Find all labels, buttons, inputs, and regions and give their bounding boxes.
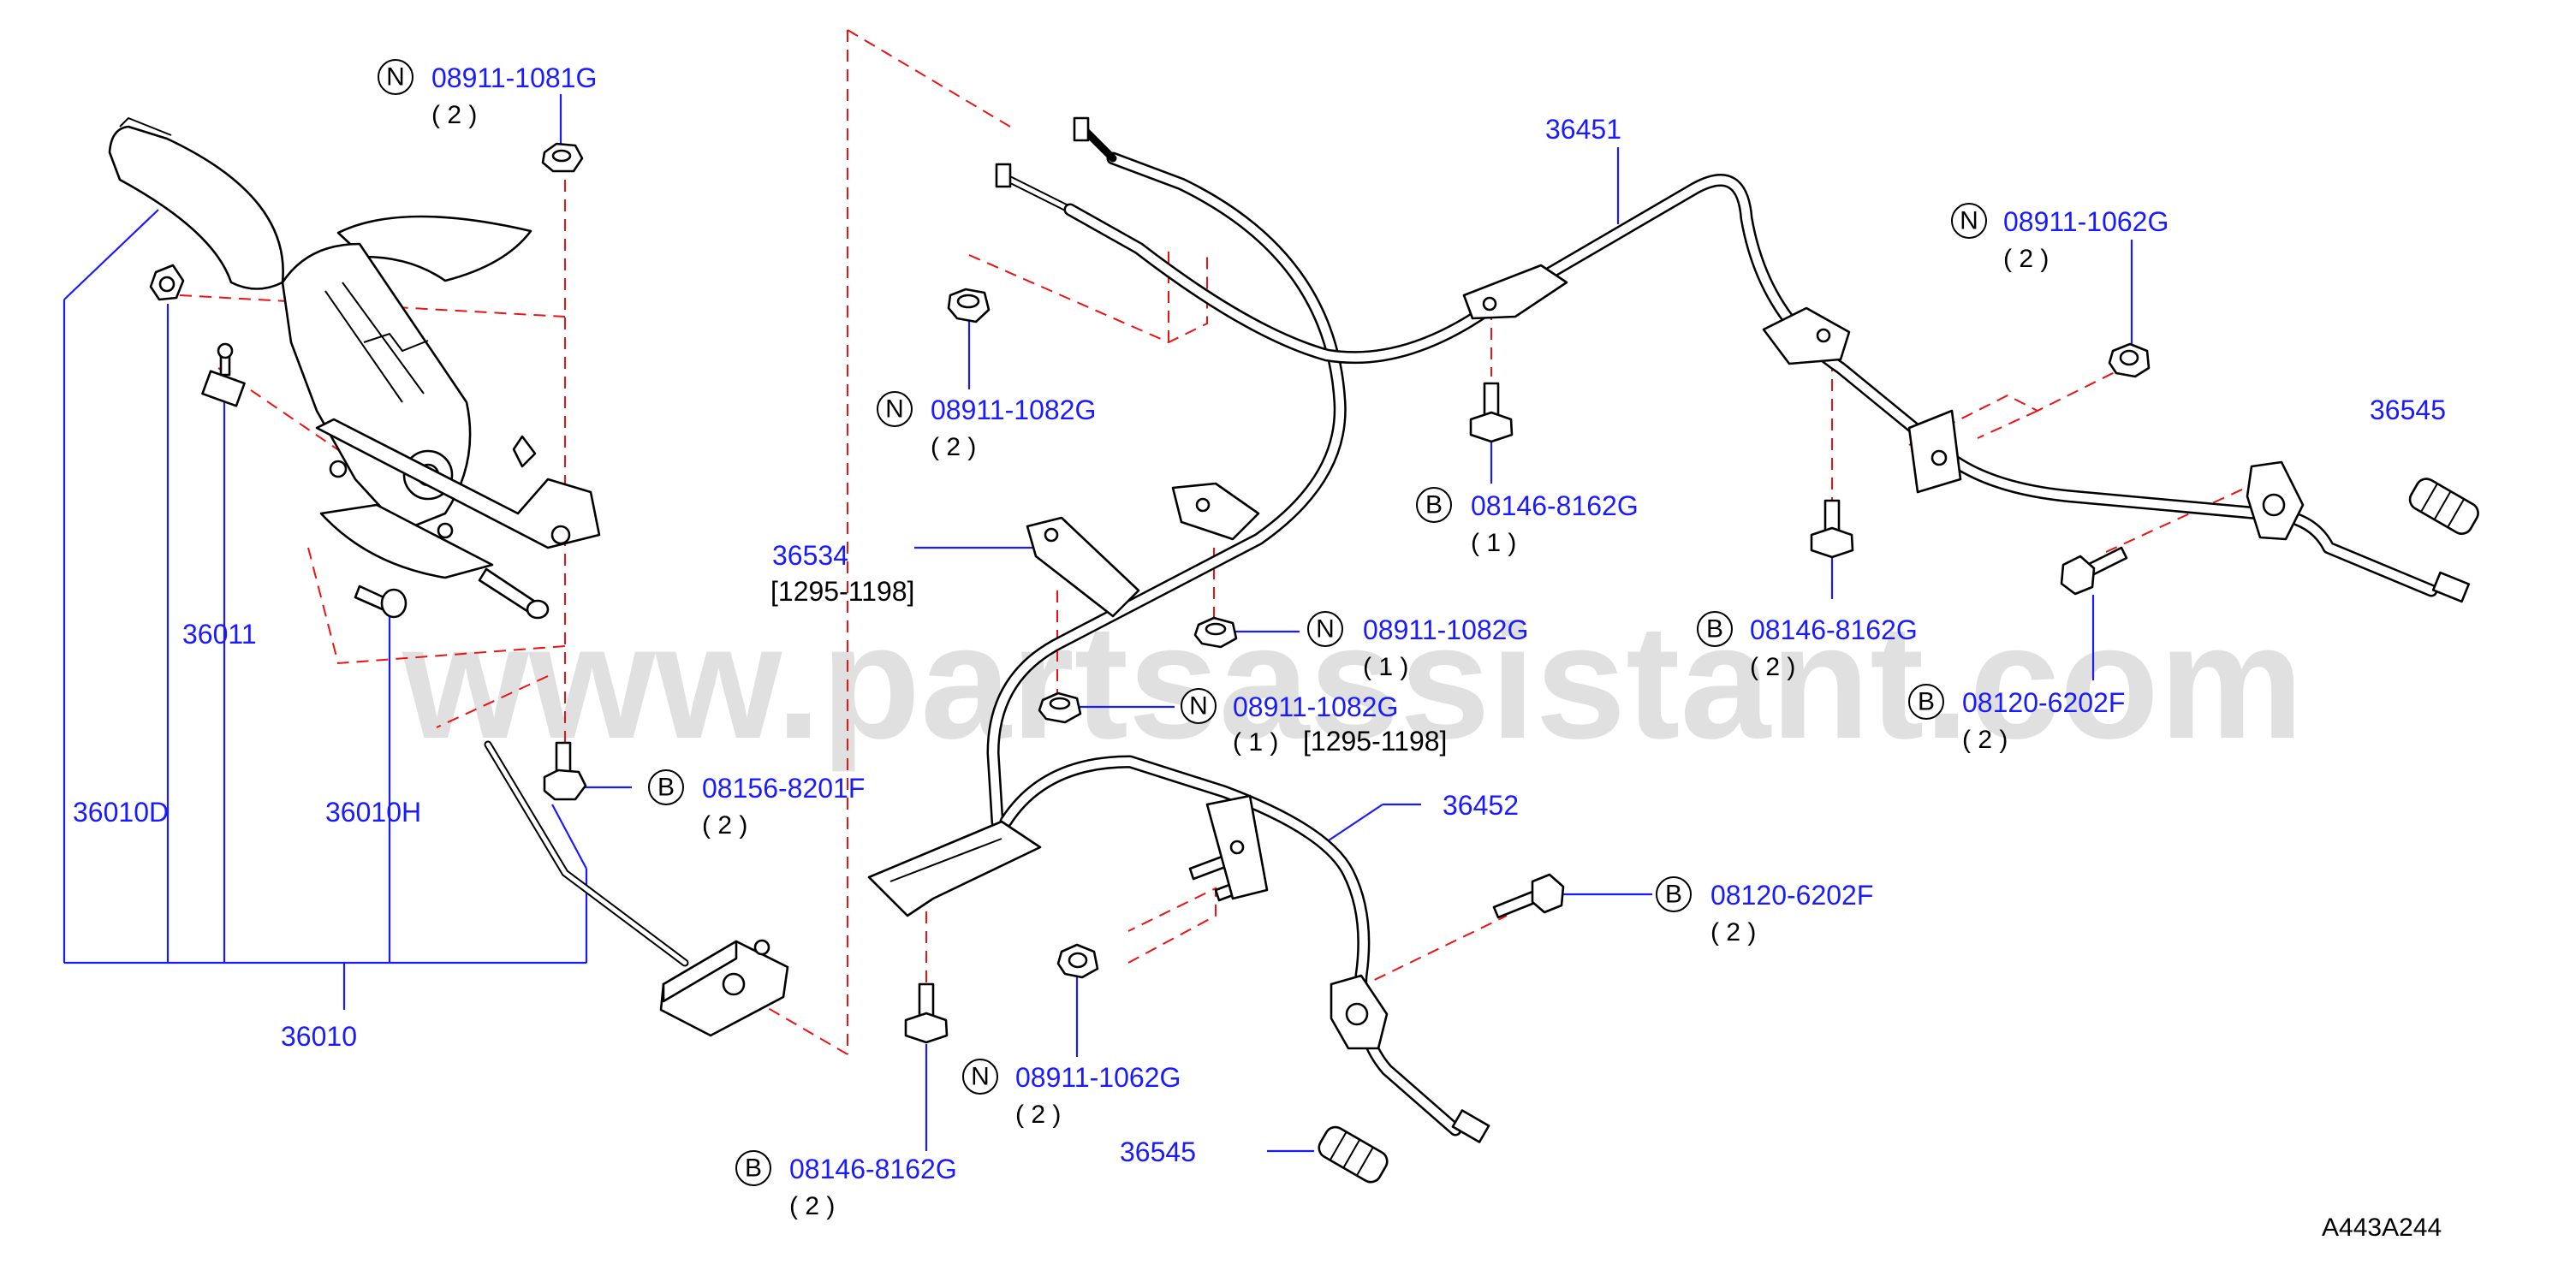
production-range: [1295-1198] [1303,726,1447,757]
part-number[interactable]: 08120-6202F [1710,880,1873,911]
quantity: ( 2 ) [2003,245,2049,273]
badge-b [648,769,684,805]
badge-n [1951,203,1987,239]
part-number[interactable]: 08911-1082G [931,395,1096,425]
label-36545-lower[interactable]: 36545 [1120,1136,1196,1167]
callout-b-08120-6202F-right: B 08120-6202F ( 2 ) [1908,684,2125,754]
badge-n [1181,688,1217,724]
part-number[interactable]: 08146-8162G [1471,490,1639,521]
part-number[interactable]: 08911-1081G [431,62,597,93]
badge-b [1656,876,1692,912]
label-36010[interactable]: 36010 [281,1021,357,1052]
badge-letter: B [1425,491,1443,519]
callout-b-08146-8162G-upper: B 08146-8162G ( 1 ) [1416,487,1639,557]
part-number[interactable]: 08146-8162G [1750,614,1918,645]
label-36010H[interactable]: 36010H [325,797,421,828]
badge-n [378,59,413,95]
badge-b [735,1150,771,1186]
quantity: ( 2 ) [702,811,747,840]
parking-brake-lever [108,116,789,1037]
badge-letter: N [971,1063,990,1091]
callout-n-08911-1081G: N 08911-1081G ( 2 ) [378,59,597,129]
quantity: ( 2 ) [789,1192,835,1220]
quantity: ( 1 ) [1471,529,1516,557]
callout-b-08146-8162G-right: B 08146-8162G ( 2 ) [1697,611,1918,681]
part-number[interactable]: 08911-1082G [1233,691,1398,722]
label-36451[interactable]: 36451 [1545,114,1621,145]
callout-n-08911-1082G-lower: N 08911-1082G ( 1 ) [1295-1198] [1181,688,1447,757]
callout-b-08156-8201F: B 08156-8201F ( 2 ) [648,769,865,840]
badge-letter: B [1918,688,1935,716]
badge-letter: N [1189,692,1208,721]
callout-b-08146-8162G-lower: B 08146-8162G ( 2 ) [735,1150,957,1220]
badge-letter: N [1316,615,1335,644]
label-36545-right[interactable]: 36545 [2370,395,2446,425]
part-number[interactable]: 08156-8201F [702,773,865,804]
quantity: ( 2 ) [1710,918,1756,947]
watermark: www.partsassistant.com [402,591,2304,773]
quantity: ( 2 ) [1750,653,1795,681]
badge-n [877,391,913,427]
badge-b [1697,611,1733,647]
figure-reference: A443A244 [2322,1214,2442,1242]
badge-letter: N [1960,207,1978,235]
part-number[interactable]: 08911-1062G [1015,1062,1181,1093]
part-number[interactable]: 08911-1082G [1363,614,1528,645]
badge-letter: N [885,395,904,424]
quantity: ( 2 ) [931,433,976,461]
part-number[interactable]: 08911-1062G [2003,206,2168,237]
badge-letter: B [1706,615,1723,644]
badge-n [1307,611,1343,647]
assembly-dashed-lines [179,29,2265,1055]
badge-b [1908,684,1944,720]
label-36010D[interactable]: 36010D [73,797,169,828]
callout-b-08120-6202F-lower: B 08120-6202F ( 2 ) [1656,876,1873,947]
quantity: ( 1 ) [1363,653,1408,681]
badge-n [962,1059,998,1095]
quantity: ( 1 ) [1233,728,1278,757]
badge-letter: B [657,774,675,802]
callout-n-08911-1062G-lower: N 08911-1062G ( 2 ) [962,1059,1181,1129]
badge-letter: B [745,1154,762,1183]
fasteners [541,142,2479,1184]
label-36011[interactable]: 36011 [182,619,257,650]
part-number[interactable]: 08120-6202F [1962,687,2125,718]
part-number[interactable]: 08146-8162G [789,1154,957,1184]
callout-n-08911-1082G-mid: N 08911-1082G ( 1 ) [1307,611,1528,681]
badge-letter: B [1665,881,1682,909]
quantity: ( 2 ) [1015,1101,1061,1129]
badge-letter: N [386,63,405,92]
callout-n-08911-1062G-right: N 08911-1062G ( 2 ) [1951,203,2168,273]
quantity: ( 2 ) [431,101,477,129]
leader-lines [62,94,2133,1153]
label-36534-range: [1295-1198] [770,576,914,607]
quantity: ( 2 ) [1962,726,2008,754]
label-36534[interactable]: 36534 [772,540,848,571]
callout-n-08911-1082G-upper: N 08911-1082G ( 2 ) [877,391,1096,461]
cable-brackets [867,264,2305,1050]
badge-b [1416,487,1452,523]
label-36452[interactable]: 36452 [1443,790,1519,821]
